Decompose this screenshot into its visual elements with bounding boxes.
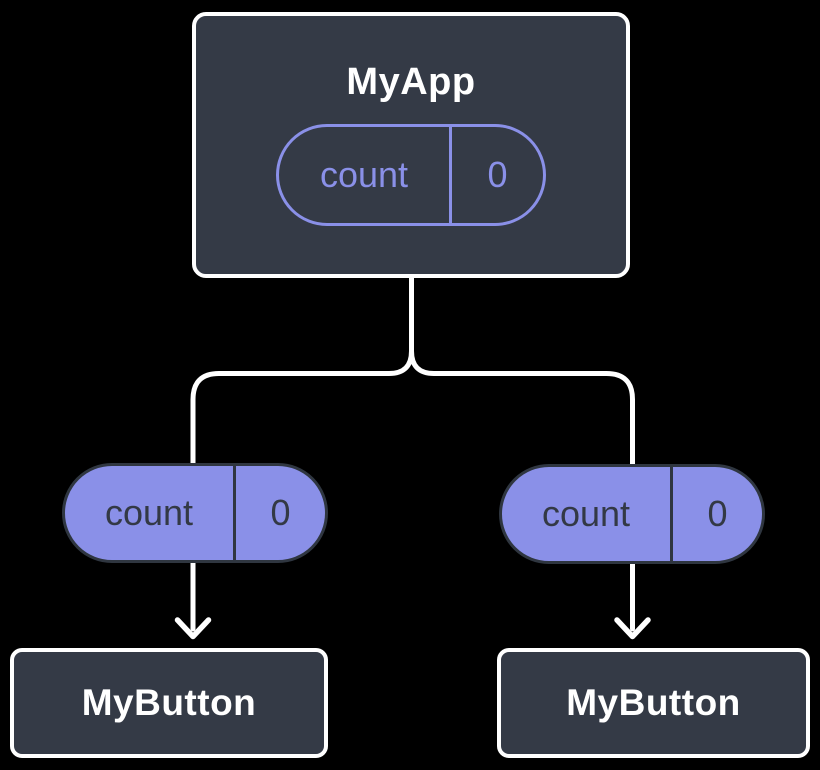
node-mybutton-right-label: MyButton bbox=[566, 682, 741, 723]
prop-pill-right-value: 0 bbox=[707, 493, 728, 534]
node-mybutton-left-label: MyButton bbox=[81, 682, 257, 723]
state-pill-value: 0 bbox=[487, 154, 508, 195]
node-mybutton-left: MyButton bbox=[10, 648, 328, 758]
node-mybutton-right: MyButton bbox=[497, 648, 810, 758]
node-myapp: MyApp count 0 bbox=[192, 12, 630, 278]
arrow-right-head bbox=[614, 617, 651, 640]
state-pill: count 0 bbox=[276, 124, 546, 226]
prop-pill-left-divider bbox=[233, 466, 236, 560]
connector-branch-right bbox=[409, 348, 635, 467]
prop-pill-left-name: count bbox=[104, 492, 194, 533]
arrow-left-head bbox=[174, 617, 212, 640]
node-myapp-label: MyApp bbox=[346, 61, 476, 103]
prop-pill-right-name: count bbox=[541, 493, 631, 534]
prop-pill-right-divider bbox=[670, 467, 673, 561]
prop-pill-right: count 0 bbox=[499, 464, 765, 564]
prop-pill-left: count 0 bbox=[62, 463, 328, 563]
prop-pill-left-value: 0 bbox=[270, 492, 291, 533]
state-pill-divider bbox=[449, 127, 452, 223]
state-pill-name: count bbox=[319, 154, 409, 195]
connector-branch-left bbox=[190, 348, 414, 467]
